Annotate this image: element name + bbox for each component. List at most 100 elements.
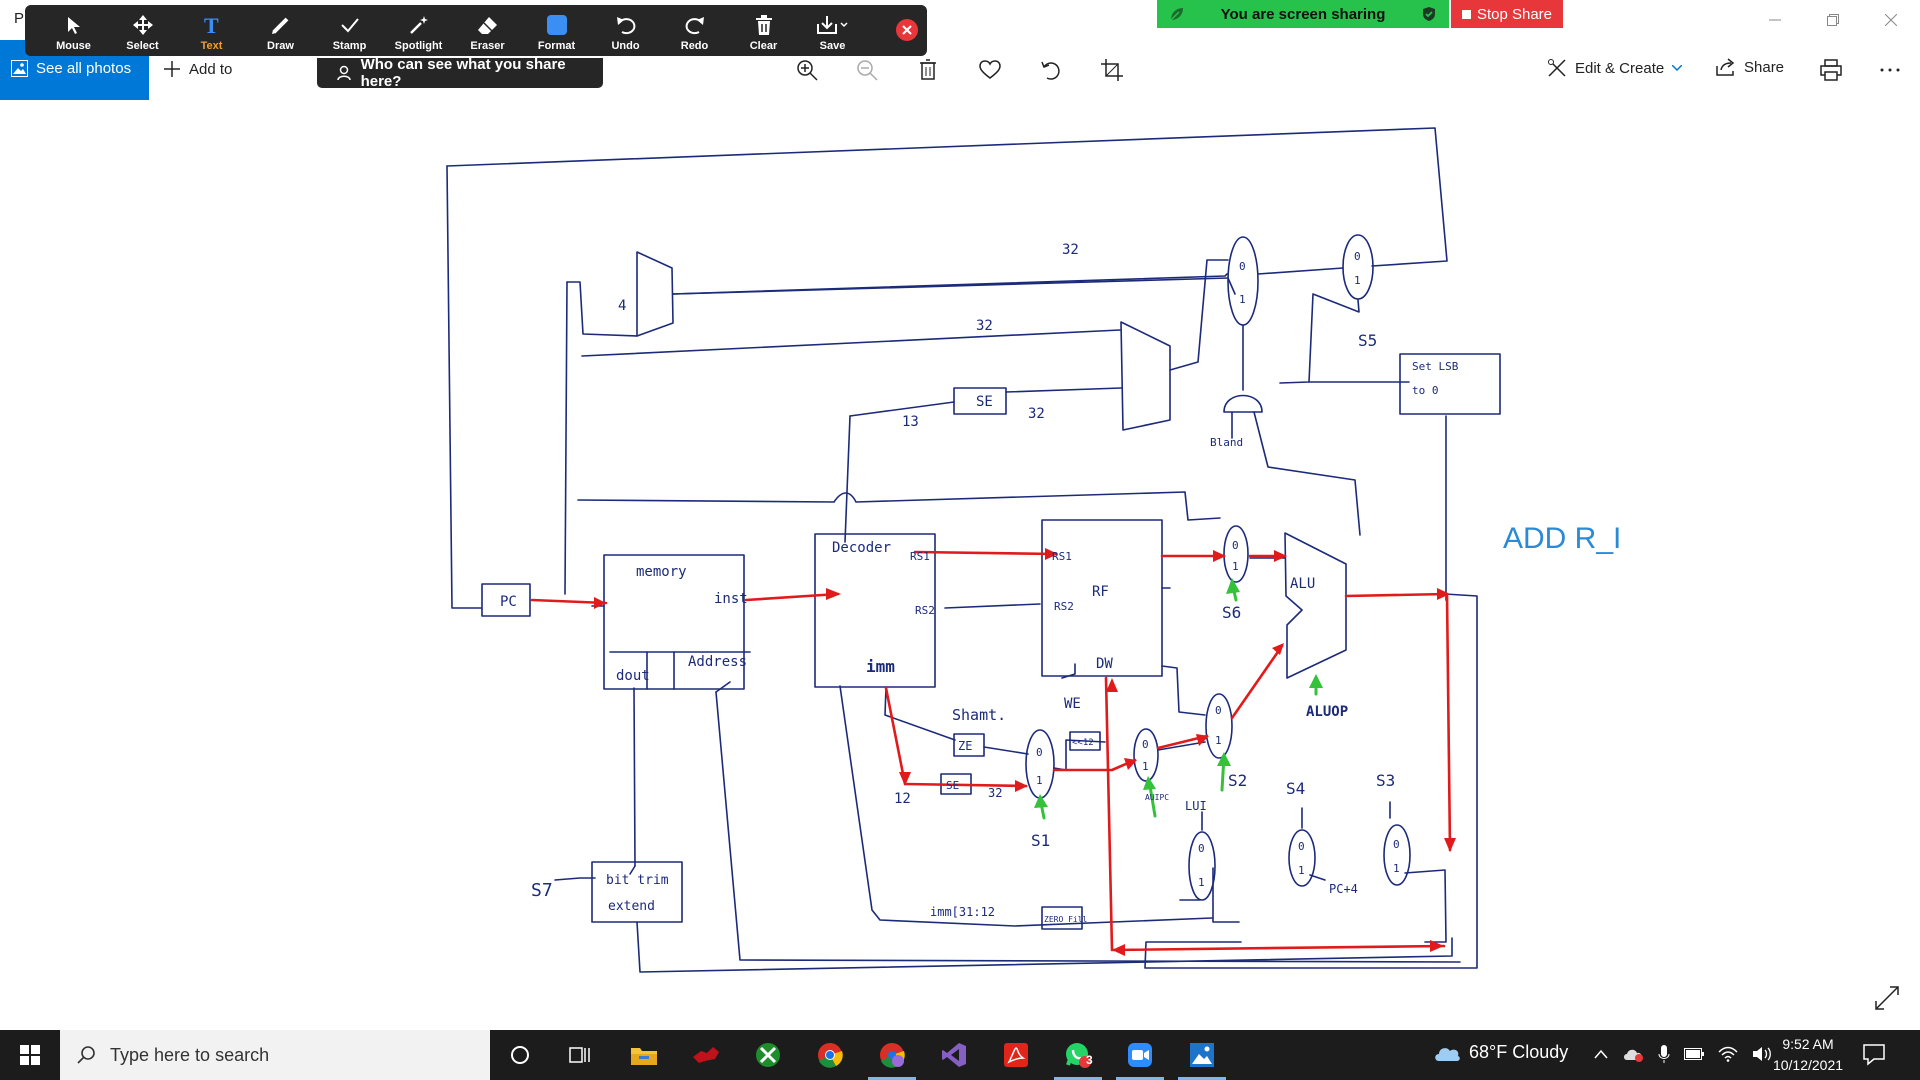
add-to-button[interactable]: Add to <box>163 60 232 78</box>
text-icon: T <box>202 13 222 37</box>
tool-save[interactable]: Save <box>798 5 867 56</box>
edit-create-icon <box>1547 58 1567 78</box>
rf-rs2-label: RS2 <box>1054 600 1074 613</box>
format-icon <box>546 13 568 37</box>
task-view-button[interactable] <box>564 1039 596 1071</box>
person-icon <box>337 65 351 81</box>
bit-trim-label-1: bit trim <box>606 873 669 888</box>
mux-s3-0: 0 <box>1393 838 1400 851</box>
s4-label: S4 <box>1286 779 1305 798</box>
windows-logo-icon <box>20 1045 40 1065</box>
crop-button[interactable] <box>1098 56 1126 84</box>
acrobat-icon <box>1003 1042 1029 1068</box>
lui-label: LUI <box>1185 799 1207 813</box>
tool-stamp[interactable]: Stamp <box>315 5 384 56</box>
printer-icon <box>1820 59 1842 81</box>
zoom-in-button[interactable] <box>793 56 821 84</box>
tool-draw[interactable]: Draw <box>246 5 315 56</box>
chrome-icon <box>817 1042 843 1068</box>
more-options-button[interactable] <box>1876 56 1904 84</box>
stop-share-button[interactable]: Stop Share <box>1451 0 1563 28</box>
close-window-button[interactable] <box>1862 0 1920 40</box>
dark-app-button[interactable] <box>690 1039 722 1071</box>
chrome-button[interactable] <box>814 1039 846 1071</box>
tool-spotlight[interactable]: Spotlight <box>384 5 453 56</box>
tool-eraser[interactable]: Eraser <box>453 5 522 56</box>
stop-share-label: Stop Share <box>1477 6 1552 23</box>
mux-s1-0: 0 <box>1036 746 1043 759</box>
tool-label: Eraser <box>470 40 504 52</box>
tool-undo[interactable]: Undo <box>591 5 660 56</box>
cortana-button[interactable] <box>504 1039 536 1071</box>
auipc-label: AUIPC <box>1145 793 1169 802</box>
zoom-out-button[interactable] <box>853 56 881 84</box>
photos-icon <box>11 60 28 77</box>
circuit-diagram: PC memory inst Address dout Decoder RS1 … <box>0 100 1920 1030</box>
pc4-label: PC+4 <box>1329 882 1358 896</box>
red-inst <box>746 594 838 600</box>
red-rs1 <box>915 552 1056 554</box>
chrome-profile-button[interactable] <box>876 1039 908 1071</box>
visual-studio-button[interactable] <box>938 1039 970 1071</box>
mux-auipc-0: 0 <box>1142 738 1149 751</box>
minimize-button[interactable] <box>1746 0 1804 40</box>
delete-button[interactable] <box>914 56 942 84</box>
decoder-rs1-label: RS1 <box>910 550 930 563</box>
screen-sharing-banner[interactable]: You are screen sharing <box>1157 0 1449 28</box>
acrobat-button[interactable] <box>1000 1039 1032 1071</box>
close-toolbar-button[interactable] <box>896 19 918 41</box>
file-explorer-button[interactable] <box>628 1039 660 1071</box>
branch-and-gate <box>1224 396 1262 413</box>
battery-icon[interactable] <box>1684 1048 1704 1060</box>
share-icon <box>1716 58 1736 76</box>
maximize-button[interactable] <box>1804 0 1862 40</box>
bus-32-a: 32 <box>1062 242 1079 258</box>
chevron-up-icon[interactable] <box>1594 1049 1608 1059</box>
start-button[interactable] <box>0 1030 60 1080</box>
xbox-button[interactable] <box>752 1039 784 1071</box>
whatsapp-button[interactable]: 3 <box>1062 1039 1094 1071</box>
chrome-profile-icon <box>879 1042 905 1068</box>
tool-mouse[interactable]: Mouse <box>39 5 108 56</box>
annotation-toolbar: MouseSelectTTextDrawStampSpotlight Eraser… <box>25 5 927 56</box>
tool-select[interactable]: Select <box>108 5 177 56</box>
tool-label: Spotlight <box>395 40 443 52</box>
bus-32-c: 32 <box>1028 406 1045 422</box>
zoom-in-icon <box>796 59 818 81</box>
tool-redo[interactable]: Redo <box>660 5 729 56</box>
who-can-see-label: Who can see what you share here? <box>361 56 603 90</box>
photos-app-button[interactable] <box>1186 1039 1218 1071</box>
wifi-icon[interactable] <box>1718 1046 1738 1062</box>
share-button[interactable]: Share <box>1716 58 1784 76</box>
clock[interactable]: 9:52 AM 10/12/2021 <box>1763 1034 1853 1076</box>
rotate-button[interactable] <box>1037 56 1065 84</box>
clock-date: 10/12/2021 <box>1763 1055 1853 1076</box>
inst-label: inst <box>714 591 748 607</box>
mux-s2-0: 0 <box>1215 704 1222 717</box>
add-to-label: Add to <box>189 61 232 78</box>
favorite-button[interactable] <box>976 56 1004 84</box>
weather-widget[interactable]: 68°F Cloudy <box>1433 1042 1568 1063</box>
tool-clear[interactable]: Clear <box>729 5 798 56</box>
rotate-icon <box>1040 59 1062 81</box>
mux-auipc <box>1134 729 1158 781</box>
microphone-icon[interactable] <box>1658 1044 1670 1064</box>
mux-top-left <box>1228 237 1258 325</box>
address-label: Address <box>688 654 747 670</box>
s6-label: S6 <box>1222 603 1241 622</box>
expand-icon[interactable] <box>1874 985 1900 1011</box>
onedrive-icon[interactable] <box>1622 1046 1644 1062</box>
edit-create-button[interactable]: Edit & Create <box>1547 58 1682 78</box>
print-button[interactable] <box>1817 56 1845 84</box>
taskbar-search[interactable]: Type here to search <box>60 1030 490 1080</box>
shift-label: <<12 <box>1072 738 1094 748</box>
alu-label: ALU <box>1290 576 1315 592</box>
notification-icon[interactable] <box>1862 1042 1886 1066</box>
tool-format[interactable]: Format <box>522 5 591 56</box>
trash-icon <box>919 59 937 81</box>
mux-s4-1: 1 <box>1298 864 1305 877</box>
app-red-icon <box>691 1043 721 1067</box>
zoom-button[interactable] <box>1124 1039 1156 1071</box>
tool-text[interactable]: TText <box>177 5 246 56</box>
who-can-see-button[interactable]: Who can see what you share here? <box>317 58 603 88</box>
